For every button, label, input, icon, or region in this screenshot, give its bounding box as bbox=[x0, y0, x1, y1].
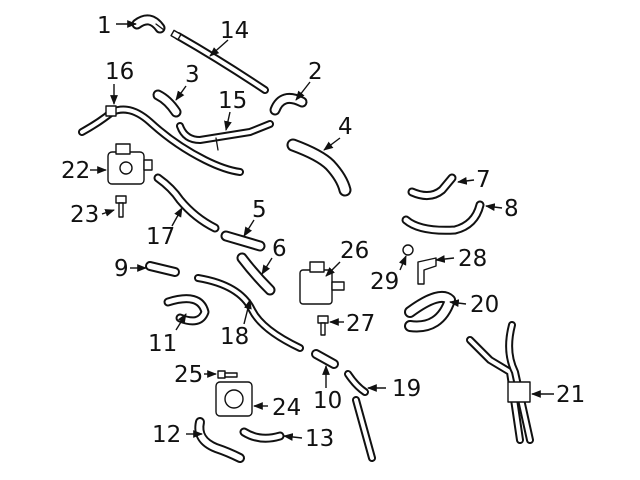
callout-25: 25 bbox=[174, 362, 203, 388]
callout-labels: 1 2 3 4 5 6 7 8 9 10 11 12 13 14 15 16 1… bbox=[61, 13, 585, 452]
part-11-hose bbox=[163, 294, 210, 326]
callout-11: 11 bbox=[148, 331, 177, 357]
callout-22: 22 bbox=[61, 158, 90, 184]
part-23-bolt bbox=[115, 195, 127, 218]
callout-10: 10 bbox=[313, 388, 342, 414]
leaders bbox=[90, 20, 554, 441]
callout-9: 9 bbox=[114, 256, 129, 282]
callout-23: 23 bbox=[70, 202, 99, 228]
part-14-long-hose bbox=[170, 29, 269, 94]
part-12-hose bbox=[194, 417, 245, 463]
part-29-clip bbox=[402, 244, 414, 256]
part-19-tee bbox=[344, 370, 376, 462]
callout-14: 14 bbox=[220, 18, 249, 44]
callout-17: 17 bbox=[146, 224, 175, 250]
callout-29: 29 bbox=[370, 269, 399, 295]
callout-6: 6 bbox=[272, 236, 287, 262]
part-25-bolt bbox=[217, 370, 238, 379]
part-5-short-hose bbox=[220, 230, 266, 252]
part-20-junction-hose bbox=[404, 291, 456, 333]
part-1-elbow-hose bbox=[131, 14, 166, 34]
callout-28: 28 bbox=[458, 246, 487, 272]
callout-18: 18 bbox=[220, 324, 249, 350]
callout-27: 27 bbox=[346, 311, 375, 337]
part-16-pipe bbox=[78, 105, 244, 176]
callout-26: 26 bbox=[340, 238, 369, 264]
callout-13: 13 bbox=[305, 426, 334, 452]
part-8-hose bbox=[401, 200, 485, 235]
callout-3: 3 bbox=[185, 62, 200, 88]
callout-21: 21 bbox=[556, 382, 585, 408]
callout-24: 24 bbox=[272, 395, 301, 421]
part-18-pipe bbox=[194, 274, 304, 352]
callout-5: 5 bbox=[252, 197, 267, 223]
callout-12: 12 bbox=[152, 422, 181, 448]
part-27-bolt bbox=[317, 315, 329, 336]
part-13-hose bbox=[239, 427, 285, 443]
callout-4: 4 bbox=[338, 114, 353, 140]
callout-1: 1 bbox=[97, 13, 112, 39]
part-28-bracket bbox=[417, 257, 437, 285]
part-26-valve bbox=[299, 261, 345, 305]
part-17-hose bbox=[153, 173, 220, 233]
part-2-elbow-hose bbox=[269, 92, 308, 116]
callout-15: 15 bbox=[218, 88, 247, 114]
part-15-pipe bbox=[176, 120, 274, 151]
part-4-hose bbox=[286, 138, 352, 197]
part-3-short-hose bbox=[152, 89, 182, 118]
part-22-valve-block bbox=[107, 143, 153, 185]
callout-20: 20 bbox=[470, 292, 499, 318]
callout-2: 2 bbox=[308, 59, 323, 85]
callout-19: 19 bbox=[392, 376, 421, 402]
callout-16: 16 bbox=[105, 59, 134, 85]
part-6-short-hose bbox=[236, 252, 276, 296]
part-9-fitting bbox=[145, 261, 180, 277]
part-10-fitting bbox=[311, 349, 339, 369]
callout-7: 7 bbox=[476, 167, 491, 193]
part-24-cooler bbox=[215, 381, 253, 417]
part-21-multi-pipe bbox=[466, 321, 534, 444]
callout-8: 8 bbox=[504, 196, 519, 222]
part-7-hose bbox=[407, 173, 457, 200]
